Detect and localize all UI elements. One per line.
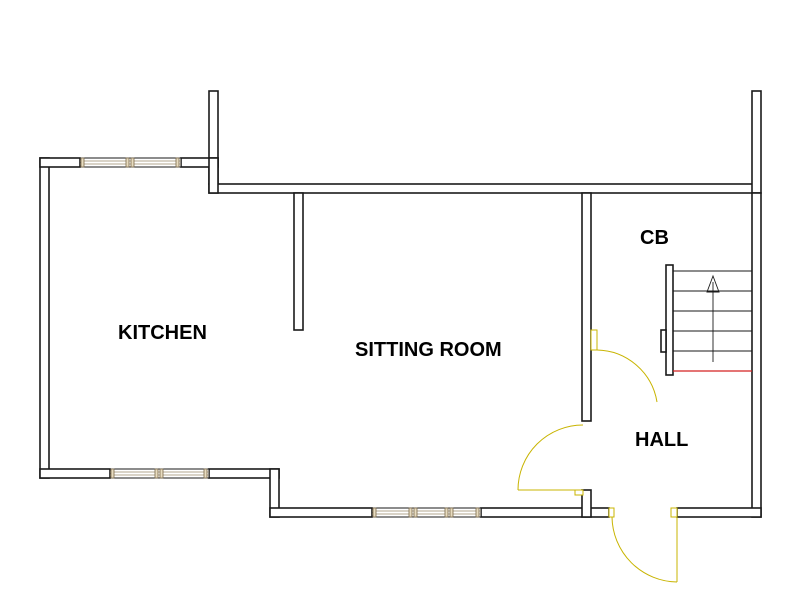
room-label-sitting-room: SITTING ROOM	[355, 339, 502, 361]
room-label-hall: HALL	[635, 429, 688, 451]
kitchen-exterior-wall	[39, 157, 280, 479]
door-sitting-hall-upper	[590, 329, 658, 403]
kitchen-window-top	[79, 157, 182, 168]
stair-direction-arrow-icon	[706, 274, 720, 293]
door-sitting-hall-lower	[517, 424, 584, 496]
top-exterior-wall	[208, 90, 762, 194]
staircase	[660, 264, 752, 376]
sitting-room-window	[371, 507, 482, 518]
room-label-cb: CB	[640, 227, 669, 249]
front-door	[608, 507, 678, 583]
kitchen-window-bottom	[109, 468, 210, 479]
room-label-kitchen: KITCHEN	[118, 322, 207, 344]
